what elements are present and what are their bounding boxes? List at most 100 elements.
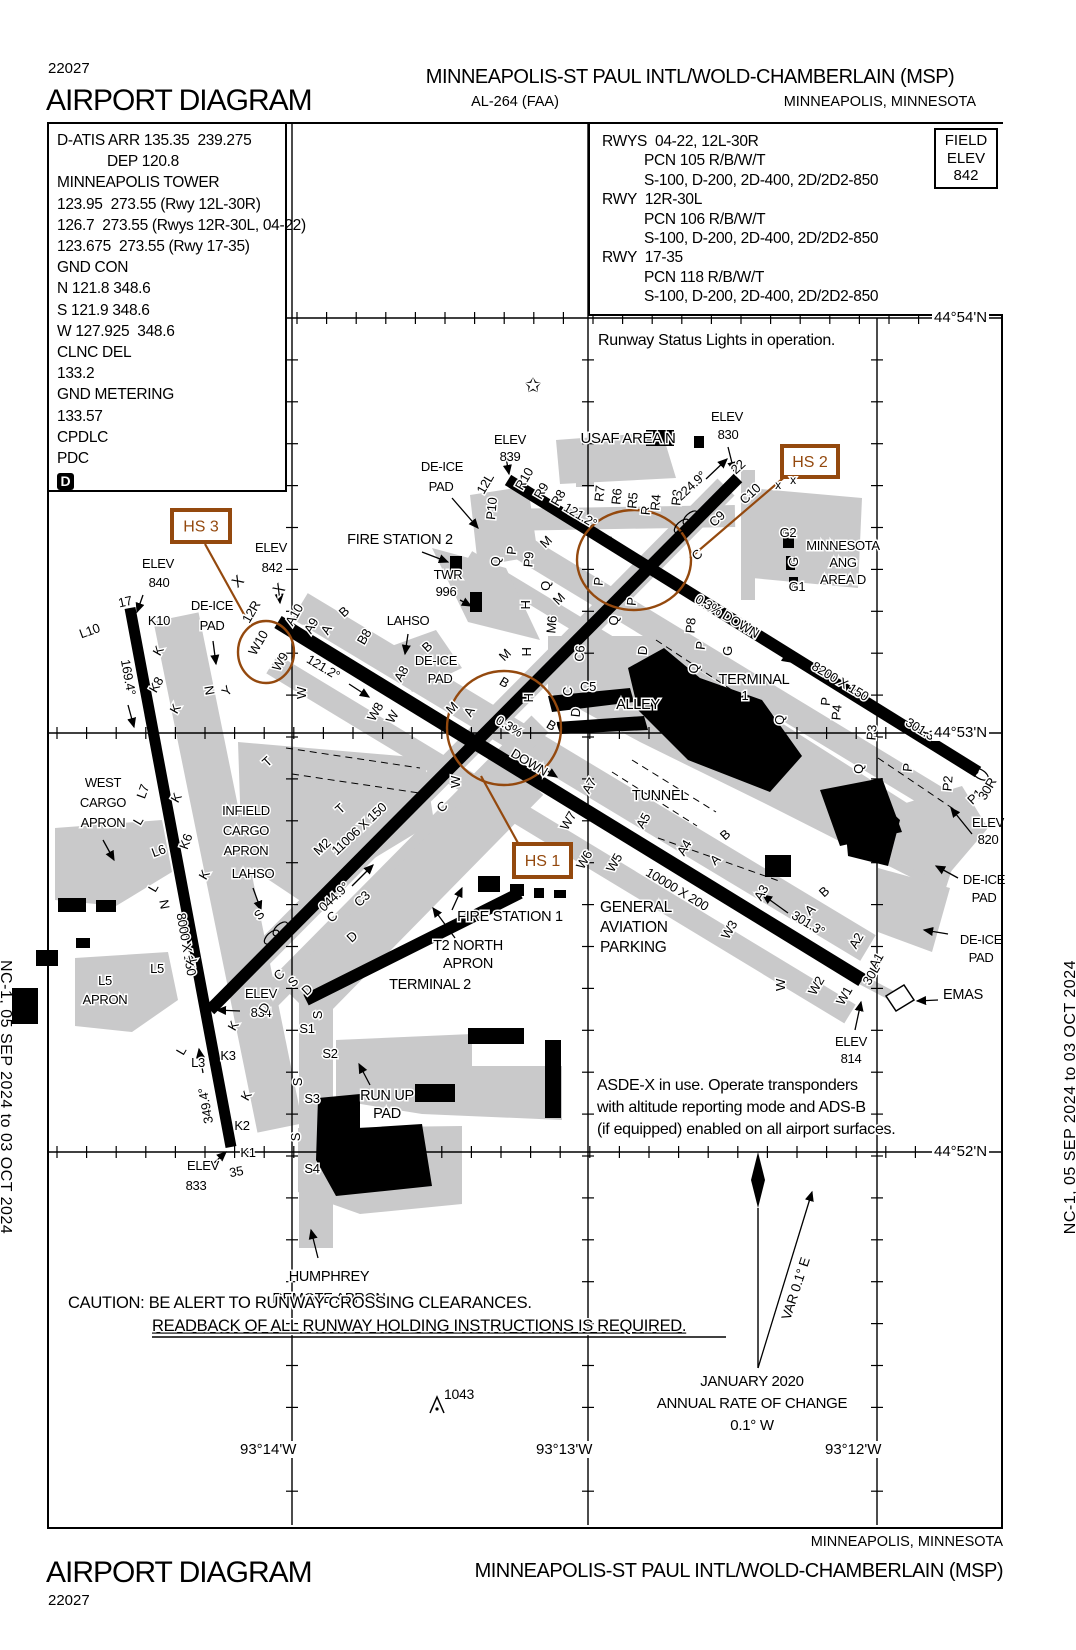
building xyxy=(510,884,524,896)
taxiway-or-feature-label: PAD xyxy=(428,671,453,686)
taxiway-or-feature-label: D xyxy=(568,707,584,717)
runway-data-line: RWY 12R-30L xyxy=(602,191,703,209)
taxiway-or-feature-label: P xyxy=(504,546,520,556)
leader-arrow xyxy=(902,720,931,742)
taxiway-or-feature-label: Q xyxy=(488,556,504,567)
runway-data-line: S-100, D-200, 2D-400, 2D/2D2-850 xyxy=(644,288,879,306)
taxiway-or-feature-label: Q xyxy=(606,615,622,626)
leader-arrow xyxy=(252,887,263,912)
chart-frame xyxy=(47,122,1003,1529)
taxiway-or-feature-label: TUNNEL xyxy=(632,788,688,804)
leader-arrow xyxy=(727,446,737,473)
taxiway-or-feature-label: PARKING xyxy=(600,939,667,956)
leader-arrow xyxy=(348,683,371,698)
taxiway-or-feature-label: DE-ICE xyxy=(963,872,1006,887)
apron-pavement xyxy=(470,486,538,566)
taxiway-or-feature-label: W xyxy=(448,775,463,788)
taxiway-pavement xyxy=(266,654,856,1024)
taxiway-or-feature-label: LAHSO xyxy=(232,866,275,881)
hotspot-label: HS 2 xyxy=(792,454,828,471)
comm-line: N 121.8 348.6 xyxy=(57,280,151,298)
taxiway-or-feature-label: DE-ICE xyxy=(191,598,234,613)
building xyxy=(415,1084,455,1102)
leader-arrow xyxy=(591,528,618,546)
leader-arrow xyxy=(451,886,463,911)
building xyxy=(548,688,634,712)
footer-airport-title: MINNEAPOLIS-ST PAUL INTL/WOLD-CHAMBERLAI… xyxy=(474,1560,1004,1582)
taxiway-or-feature-label: DE-ICE xyxy=(421,459,464,474)
latitude-label: 44°53'N xyxy=(932,724,990,741)
dashed-taxi-line xyxy=(291,773,427,795)
taxiway-or-feature-label: 839 xyxy=(500,449,521,464)
taxiway-pavement xyxy=(483,516,965,824)
building xyxy=(646,430,674,446)
taxiway-or-feature-label: ELEV xyxy=(245,986,278,1001)
taxiway-or-feature-label: APRON xyxy=(81,815,126,830)
latitude-label: 44°52'N xyxy=(932,1143,990,1160)
longitude-label: 93°12'W xyxy=(823,1441,884,1458)
taxiway-pavement xyxy=(280,757,544,1023)
taxiway-or-feature-label: RUN UP xyxy=(360,1088,414,1104)
building xyxy=(554,890,566,898)
building xyxy=(556,716,648,734)
lahso-symbol xyxy=(971,767,989,781)
building xyxy=(534,888,544,898)
field-elev-box: FIELD ELEV 842 xyxy=(934,128,998,189)
taxiway-or-feature-label: P3 xyxy=(863,724,879,741)
leader-arrow xyxy=(358,1062,371,1086)
taxiway-or-feature-label: S3 xyxy=(304,1091,319,1106)
taxiway-or-feature-label: PAD xyxy=(200,618,225,633)
building xyxy=(450,556,462,572)
header-doc-title: AIRPORT DIAGRAM xyxy=(46,84,313,117)
latitude-label: 44°54'N xyxy=(932,309,990,326)
taxiway-or-feature-label: ANG xyxy=(829,555,856,570)
dashed-taxi-line xyxy=(631,759,717,813)
taxiway-or-feature-label: P xyxy=(818,697,834,707)
building xyxy=(468,1028,524,1044)
taxiway-or-feature-label: Q xyxy=(686,663,702,674)
taxiway-or-feature-label: ELEV xyxy=(255,540,288,555)
taxiway-or-feature-label: ELEV xyxy=(711,409,744,424)
runway-12R-30L xyxy=(274,616,866,986)
taxiway-or-feature-label: L3 xyxy=(191,1055,205,1070)
star-symbol: ✩ xyxy=(525,375,542,397)
magnetic-variation-arrow xyxy=(757,1190,814,1369)
map-note: JANUARY 2020 xyxy=(700,1373,803,1390)
taxiway-or-feature-label: W xyxy=(773,978,788,991)
taxiway-or-feature-label: C5 xyxy=(580,679,596,694)
leader-arrow xyxy=(451,497,479,529)
building xyxy=(303,887,523,1006)
taxiway-or-feature-label: L7 xyxy=(133,782,152,800)
footer-city-state: MINNEAPOLIS, MINNESOTA xyxy=(810,1534,1003,1550)
runway-data-line: S-100, D-200, 2D-400, 2D/2D2-850 xyxy=(644,171,879,189)
dashed-taxi-line xyxy=(877,757,959,813)
leader-arrow xyxy=(950,806,973,835)
comm-line: S 121.9 348.6 xyxy=(57,301,150,319)
taxiway-or-feature-label: CARGO xyxy=(80,795,126,810)
header-airport-title: MINNEAPOLIS-ST PAUL INTL/WOLD-CHAMBERLAI… xyxy=(425,66,955,88)
taxiway-or-feature-label: Q xyxy=(538,581,553,591)
apron-pavement xyxy=(336,1034,562,1120)
building xyxy=(76,938,90,948)
comm-line: D-ATIS ARR 135.35 239.275 xyxy=(57,132,252,149)
dashed-taxi-line xyxy=(285,747,421,769)
taxiway-or-feature-label: CARGO xyxy=(223,823,269,838)
taxiway-or-feature-label: GENERAL xyxy=(600,899,673,916)
taxiway-or-feature-label: H xyxy=(521,693,536,702)
leader-arrow xyxy=(274,581,284,605)
taxiway-or-feature-label: TERMINAL xyxy=(719,672,790,688)
pdc-d-symbol: D xyxy=(57,473,74,491)
runway-data-line: PCN 105 R/B/W/T xyxy=(644,152,766,170)
taxiway-or-feature-label: ELEV xyxy=(142,556,175,571)
taxiway-or-feature-label: N xyxy=(156,898,172,910)
taxiway-or-feature-label: G1 xyxy=(789,579,806,594)
taxiway-or-feature-label: H xyxy=(519,647,534,656)
taxiway-or-feature-label: P xyxy=(900,763,916,773)
taxiway-or-feature-label: R5 xyxy=(624,492,640,509)
dashed-taxi-line xyxy=(657,837,783,883)
leader-arrow xyxy=(922,927,949,936)
leader-arrow xyxy=(534,762,559,778)
leader-arrow xyxy=(102,839,115,862)
